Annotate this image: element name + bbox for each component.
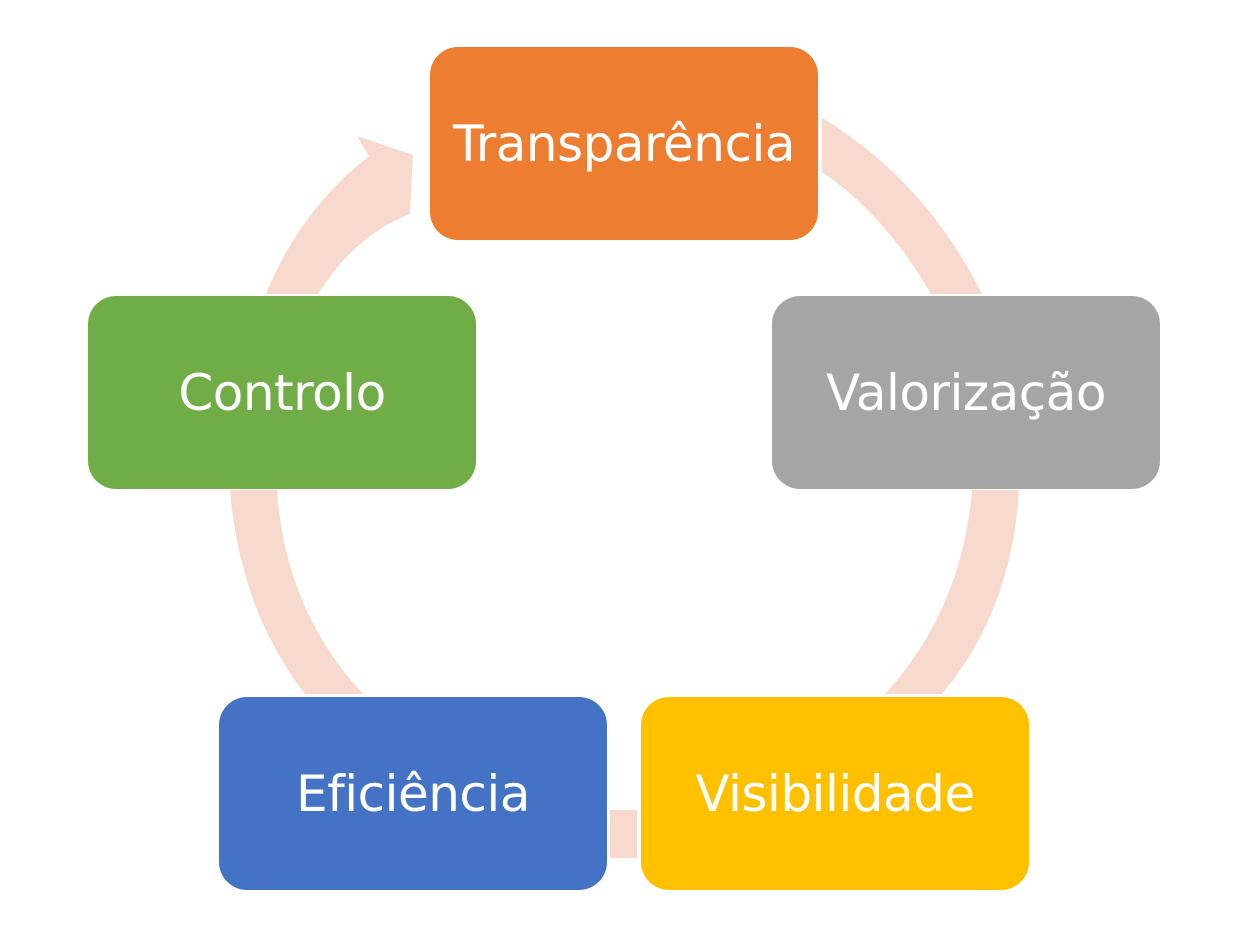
- node-transparencia: Transparência: [430, 47, 818, 240]
- connector-controlo-transparencia-arrow: [266, 136, 413, 294]
- connector-visibilidade-eficiencia: [610, 810, 637, 858]
- node-valorizacao-label: Valorização: [826, 363, 1107, 422]
- connector-valorizacao-visibilidade: [885, 490, 1019, 694]
- node-controlo-label: Controlo: [178, 363, 386, 422]
- node-eficiencia: Eficiência: [219, 697, 607, 890]
- node-controlo: Controlo: [88, 296, 476, 489]
- connector-transparencia-valorizacao: [822, 118, 982, 294]
- node-eficiencia-label: Eficiência: [296, 764, 530, 823]
- node-visibilidade: Visibilidade: [641, 697, 1029, 890]
- connector-eficiencia-controlo: [230, 490, 363, 694]
- node-visibilidade-label: Visibilidade: [695, 764, 975, 823]
- node-valorizacao: Valorização: [772, 296, 1160, 489]
- node-transparencia-label: Transparência: [453, 114, 795, 173]
